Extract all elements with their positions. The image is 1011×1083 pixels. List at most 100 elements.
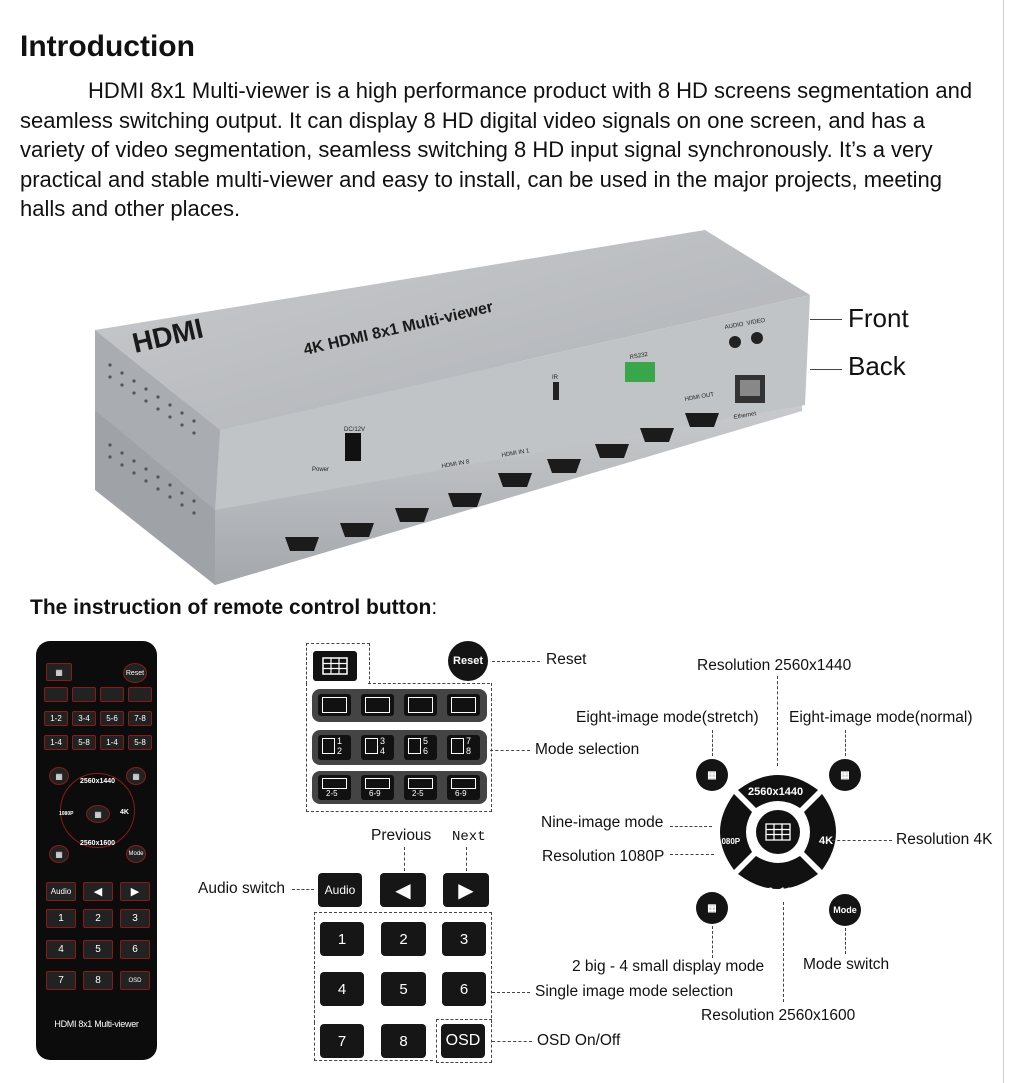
- remote-mode-row-1: [44, 687, 152, 702]
- remote-res-1600[interactable]: 2560x1600: [80, 840, 116, 847]
- callout-res-4k: Resolution 4K: [896, 831, 993, 848]
- remote-num-4[interactable]: 4: [46, 940, 76, 959]
- remote-control: ▦ Reset 1-2 3-4 5-6 7-8 1-4 5-8 1-4 5-8 …: [36, 641, 157, 1060]
- previous-key[interactable]: ◀: [380, 873, 426, 907]
- two-big-key[interactable]: ▦: [696, 892, 728, 924]
- callout-next: Next: [452, 829, 486, 845]
- callout-mode-selection: Mode selection: [535, 741, 640, 758]
- dpad-left-label[interactable]: 1080P: [717, 837, 741, 846]
- remote-res-1440[interactable]: 2560x1440: [80, 778, 116, 785]
- mode-key[interactable]: [447, 694, 480, 716]
- remote-two-big-button[interactable]: ▦: [49, 845, 69, 863]
- callout-two-big: 2 big - 4 small display mode: [572, 958, 765, 975]
- mode-key[interactable]: 2-5: [404, 775, 437, 800]
- hdmi-in-1-label: HDMI IN 1: [501, 448, 530, 459]
- eight-normal-key[interactable]: ▦: [829, 759, 861, 791]
- remote-num-8[interactable]: 8: [83, 971, 113, 990]
- audio-label: AUDIO: [724, 322, 744, 331]
- next-key[interactable]: ▶: [443, 873, 489, 907]
- remote-nine-image-button[interactable]: ▦: [86, 805, 110, 823]
- dpad-down: [738, 856, 818, 889]
- device-image: HDMI 4K HDMI 8x1 Multi-viewer AUDIO VIDE…: [95, 230, 810, 585]
- remote-mode-button[interactable]: 5-8: [128, 735, 152, 750]
- remote-mode-button[interactable]: 3-4: [72, 711, 96, 726]
- dpad-right-label[interactable]: 4K: [819, 835, 834, 847]
- dpad-right: [804, 794, 836, 870]
- remote-num-2[interactable]: 2: [83, 909, 113, 928]
- remote-mode-button[interactable]: [128, 687, 152, 702]
- remote-res-1080p[interactable]: 1080P: [59, 811, 74, 817]
- ethernet-label: Ethernet: [733, 411, 757, 421]
- remote-res-4k[interactable]: 4K: [120, 809, 129, 816]
- mode-key[interactable]: [318, 694, 351, 716]
- dpad-down-label[interactable]: 2560x1600: [749, 886, 805, 898]
- remote-mode-button[interactable]: [44, 687, 68, 702]
- number-key-7[interactable]: 7: [320, 1024, 364, 1058]
- remote-num-1[interactable]: 1: [46, 909, 76, 928]
- remote-normal-button[interactable]: ▦: [126, 767, 146, 785]
- number-key-5[interactable]: 5: [381, 972, 426, 1006]
- remote-mode-button[interactable]: 7-8: [128, 711, 152, 726]
- callout-mode-switch: Mode switch: [803, 956, 890, 973]
- callout-audio-switch: Audio switch: [198, 880, 286, 897]
- remote-num-5[interactable]: 5: [83, 940, 113, 959]
- callout-single-image: Single image mode selection: [535, 983, 734, 1000]
- remote-mode-button[interactable]: [72, 687, 96, 702]
- callout-reset: Reset: [546, 651, 587, 668]
- number-key-8[interactable]: 8: [381, 1024, 426, 1058]
- mode-key[interactable]: 6-9: [361, 775, 394, 800]
- remote-nine-grid-icon[interactable]: ▦: [46, 663, 72, 681]
- mode-key[interactable]: [404, 694, 437, 716]
- osd-key[interactable]: OSD: [441, 1024, 485, 1058]
- number-key-6[interactable]: 6: [442, 972, 486, 1006]
- remote-mode-button[interactable]: 1-2: [44, 711, 68, 726]
- reset-key[interactable]: Reset: [448, 641, 488, 681]
- hdmi-out-label: HDMI OUT: [684, 392, 715, 403]
- nine-grid-key[interactable]: [313, 651, 357, 681]
- dpad-center: [756, 810, 800, 854]
- mode-switch-key[interactable]: Mode: [829, 894, 861, 926]
- remote-mode-button[interactable]: 5-6: [100, 711, 124, 726]
- dc-label: DC/12V: [344, 427, 365, 433]
- number-key-4[interactable]: 4: [320, 972, 364, 1006]
- remote-mode-button[interactable]: 1-4: [44, 735, 68, 750]
- remote-num-7[interactable]: 7: [46, 971, 76, 990]
- mode-key[interactable]: 6-9: [447, 775, 480, 800]
- number-key-2[interactable]: 2: [381, 922, 426, 956]
- callout-osd: OSD On/Off: [537, 1032, 621, 1049]
- front-label: Front: [848, 303, 909, 333]
- mode-key[interactable]: 2-5: [318, 775, 351, 800]
- dpad: [720, 775, 836, 889]
- remote-num-6[interactable]: 6: [120, 940, 150, 959]
- callout-previous: Previous: [371, 827, 432, 844]
- callout-eight-stretch: Eight-image mode(stretch): [576, 709, 759, 726]
- callout-nine-image: Nine-image mode: [541, 814, 664, 831]
- number-key-3[interactable]: 3: [442, 922, 486, 956]
- dpad-left: [720, 794, 752, 870]
- remote-model-label: HDMI 8x1 Multi-viewer: [54, 1019, 139, 1029]
- remote-audio-button[interactable]: Audio: [46, 882, 76, 901]
- remote-dpad: [60, 773, 135, 848]
- remote-mode-switch-button[interactable]: Mode: [126, 845, 146, 863]
- dpad-up-label[interactable]: 2560x1440: [748, 786, 804, 798]
- remote-stretch-button[interactable]: ▦: [49, 767, 69, 785]
- remote-mode-button[interactable]: [100, 687, 124, 702]
- audio-key[interactable]: Audio: [318, 873, 362, 907]
- remote-reset-button[interactable]: Reset: [123, 663, 147, 683]
- remote-mode-button[interactable]: 5-8: [72, 735, 96, 750]
- remote-mode-button[interactable]: 1-4: [100, 735, 124, 750]
- dpad-up: [738, 775, 818, 808]
- number-key-1[interactable]: 1: [320, 922, 364, 956]
- remote-num-3[interactable]: 3: [120, 909, 150, 928]
- remote-osd-button[interactable]: OSD: [120, 971, 150, 990]
- remote-previous-button[interactable]: ◀: [83, 882, 113, 901]
- callout-res-1080p: Resolution 1080P: [542, 848, 665, 865]
- remote-mode-row-3: 1-4 5-8 1-4 5-8: [44, 735, 152, 750]
- mode-key[interactable]: [361, 694, 394, 716]
- remote-next-button[interactable]: ▶: [120, 882, 150, 901]
- eight-stretch-key[interactable]: ▦: [696, 759, 728, 791]
